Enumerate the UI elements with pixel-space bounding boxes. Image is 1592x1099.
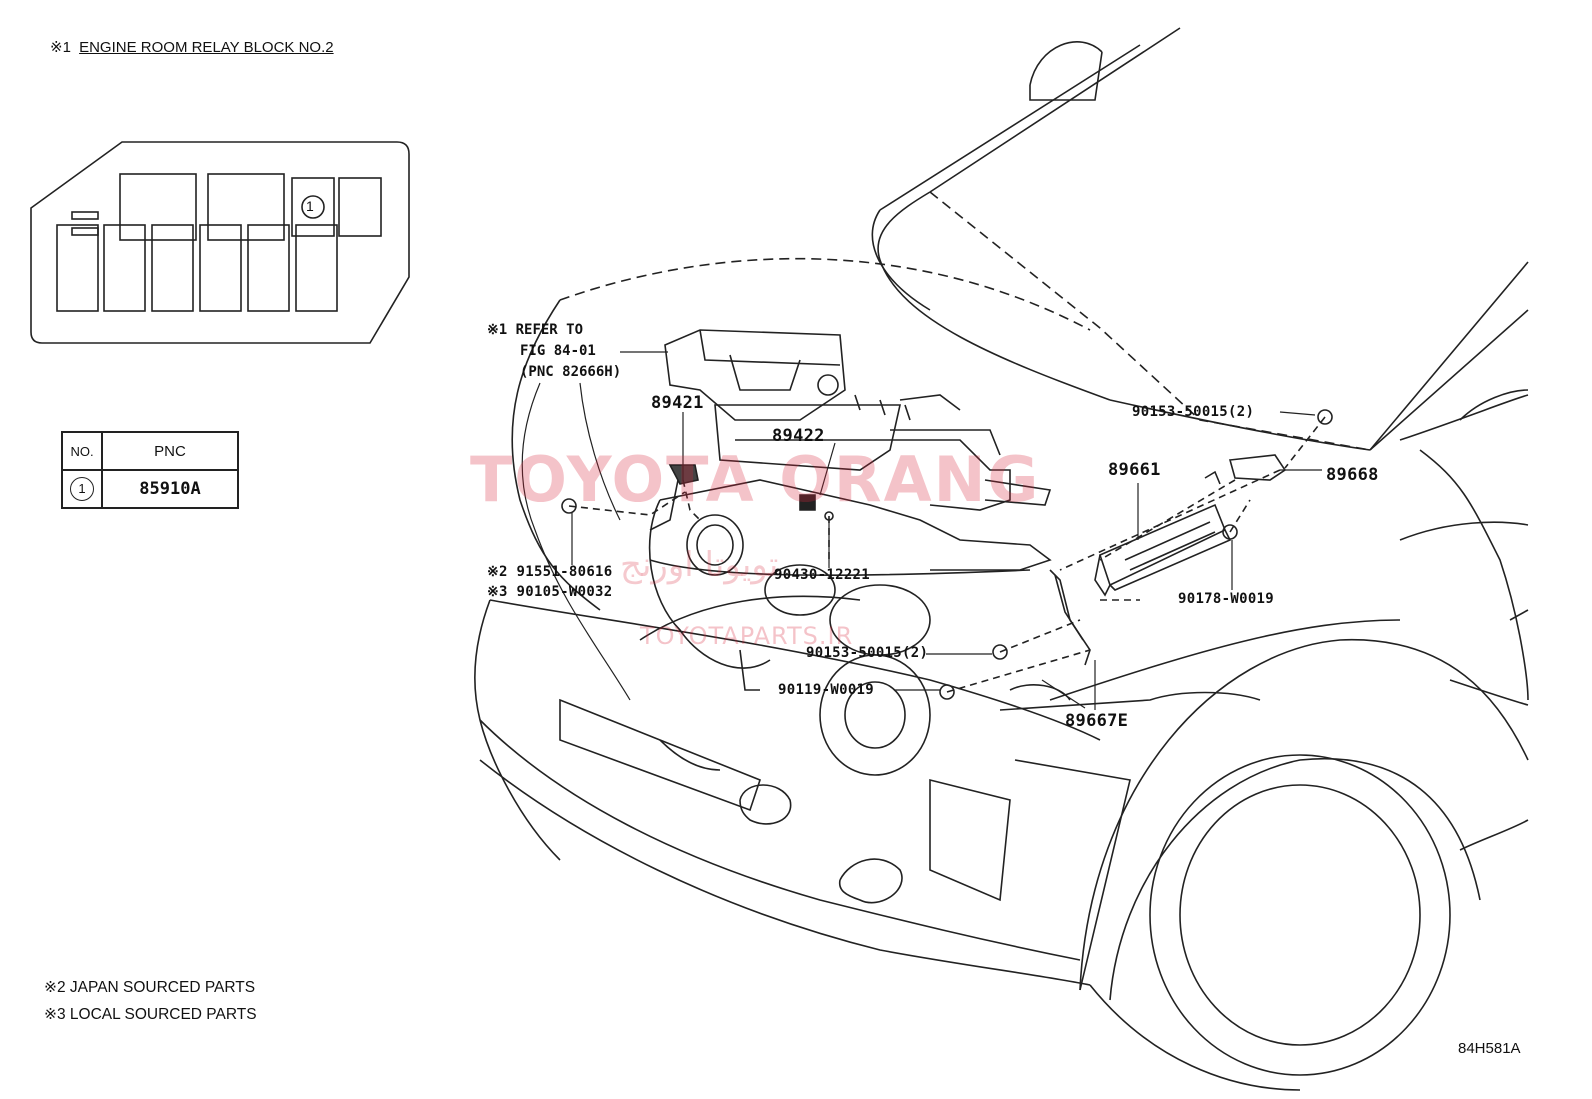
part-label-89661[interactable]: 89661 — [1108, 460, 1161, 480]
watermark-text: TOYOTA ORANG — [470, 443, 1041, 516]
table-no-circle: 1 — [70, 477, 94, 501]
relay-block-outline — [30, 141, 410, 344]
reference-line-1: ※1 REFER TO — [487, 322, 584, 338]
part-label-90153-top[interactable]: 90153-50015(2) — [1132, 404, 1255, 420]
watermark-site-text: TOYOTAPARTS.IR — [640, 622, 854, 650]
part-label-90105[interactable]: ※3 90105-W0032 — [487, 584, 613, 600]
part-label-89422[interactable]: 89422 — [772, 426, 825, 446]
part-label-89421[interactable]: 89421 — [651, 393, 704, 413]
table-cell-no: 1 — [61, 469, 103, 509]
part-label-90178[interactable]: 90178-W0019 — [1178, 591, 1275, 607]
part-label-90119[interactable]: 90119-W0019 — [778, 682, 875, 698]
watermark-arabic-text: تويوتا اورنج — [620, 545, 779, 585]
part-label-90430[interactable]: 90430-12221 — [774, 567, 871, 583]
table-header-pnc: PNC — [101, 431, 239, 471]
note-japan-sourced: ※2 JAPAN SOURCED PARTS — [44, 979, 256, 996]
pnc-table: NO. PNC 1 85910A — [61, 431, 239, 509]
table-row: 1 85910A — [61, 469, 239, 509]
part-label-89668[interactable]: 89668 — [1326, 465, 1379, 485]
engine-components — [639, 329, 1052, 776]
title-mark: ※1 — [50, 39, 71, 56]
table-header-no: NO. — [61, 431, 103, 471]
title-text: ENGINE ROOM RELAY BLOCK NO.2 — [79, 39, 334, 56]
vehicle-body — [474, 27, 1529, 1091]
table-cell-pnc[interactable]: 85910A — [101, 469, 239, 509]
reference-note[interactable]: ※1 REFER TO FIG 84-01 (PNC 82666H) — [487, 320, 621, 383]
part-label-90153-bottom[interactable]: 90153-50015(2) — [806, 645, 929, 661]
part-label-89667e[interactable]: 89667E — [1065, 711, 1129, 731]
reference-line-2: FIG 84-01 — [520, 343, 596, 359]
figure-code: 84H581A — [1458, 1040, 1521, 1057]
leader-lines — [521, 351, 1322, 710]
note-local-sourced: ※3 LOCAL SOURCED PARTS — [44, 1006, 257, 1023]
relay-circled-label: 1 — [306, 198, 314, 214]
diagram-title: ※1 ENGINE ROOM RELAY BLOCK NO.2 — [50, 38, 334, 56]
dashed-connectors — [568, 416, 1326, 693]
part-label-91551[interactable]: ※2 91551-80616 — [487, 564, 613, 580]
reference-line-3: (PNC 82666H) — [520, 364, 622, 380]
